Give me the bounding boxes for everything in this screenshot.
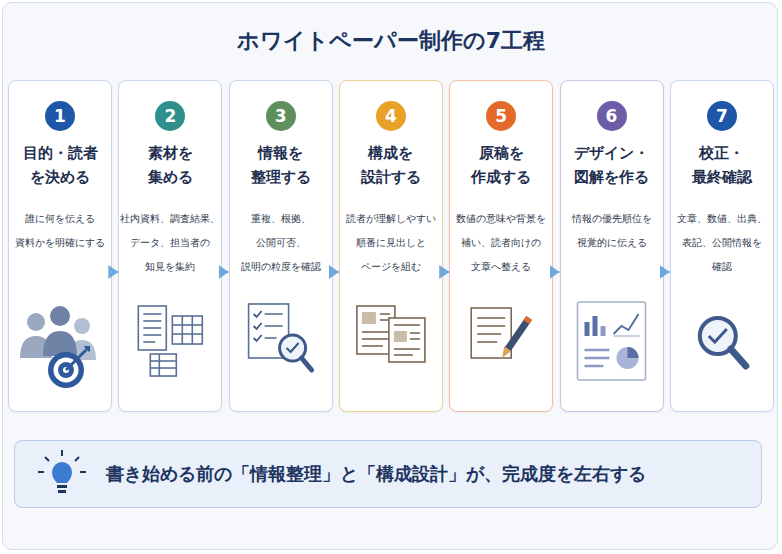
step-card: 目的・読者 を決める誰に何を伝える 資料かを明確にする 1 xyxy=(8,80,112,412)
step-card: デザイン・ 図解を作る情報の優先順位を 視覚的に伝える 6 xyxy=(560,80,664,412)
diagram-title: ホワイトペーパー制作の7工程 xyxy=(0,26,782,56)
step-number: 3 xyxy=(266,101,296,131)
step-number: 6 xyxy=(597,101,627,131)
step-heading: 素材を 集める xyxy=(119,141,221,189)
step-number-badge: 4 xyxy=(376,101,406,131)
step-number-badge: 1 xyxy=(45,101,75,131)
step-card: 情報を 整理する重複、根拠、 公開可否、 説明の粒度を確認 3 xyxy=(229,80,333,412)
step-number: 7 xyxy=(707,101,737,131)
step-description: 情報の優先順位を 視覚的に伝える xyxy=(561,207,663,255)
step-card: 原稿を 作成する数値の意味や背景を 補い、読者向けの 文章へ整える 5 xyxy=(449,80,553,412)
flow-arrow xyxy=(333,271,339,273)
step-number-badge: 2 xyxy=(155,101,185,131)
step-number-badge: 7 xyxy=(707,101,737,131)
step-heading: 情報を 整理する xyxy=(230,141,332,189)
step-number: 5 xyxy=(486,101,516,131)
step-card: 素材を 集める社内資料、調査結果、 データ、担当者の 知見を集約 2 xyxy=(118,80,222,412)
step-description: 社内資料、調査結果、 データ、担当者の 知見を集約 xyxy=(119,207,221,279)
key-message-text: 書き始める前の「情報整理」と「構成設計」が、完成度を左右する xyxy=(106,441,756,507)
step-card: 構成を 設計する読者が理解しやすい 順番に見出しと ページを組む 4 xyxy=(339,80,443,412)
step-number-badge: 6 xyxy=(597,101,627,131)
key-message-band: 書き始める前の「情報整理」と「構成設計」が、完成度を左右する xyxy=(14,440,762,508)
step-heading: 原稿を 作成する xyxy=(450,141,552,189)
step-number: 1 xyxy=(45,101,75,131)
step-number: 2 xyxy=(155,101,185,131)
step-card: 校正・ 最終確認文章、数値、出典、 表記、公開情報を 確認 7 xyxy=(670,80,774,412)
step-description: 誰に何を伝える 資料かを明確にする xyxy=(9,207,111,255)
step-heading: 目的・読者 を決める xyxy=(9,141,111,189)
flow-arrow xyxy=(664,271,670,273)
step-number-badge: 3 xyxy=(266,101,296,131)
flow-arrow xyxy=(222,271,228,273)
step-number-badge: 5 xyxy=(486,101,516,131)
flow-arrow xyxy=(553,271,559,273)
step-heading: 構成を 設計する xyxy=(340,141,442,189)
step-description: 読者が理解しやすい 順番に見出しと ページを組む xyxy=(340,207,442,279)
step-description: 数値の意味や背景を 補い、読者向けの 文章へ整える xyxy=(450,207,552,279)
step-heading: デザイン・ 図解を作る xyxy=(561,141,663,189)
step-heading: 校正・ 最終確認 xyxy=(671,141,773,189)
step-description: 重複、根拠、 公開可否、 説明の粒度を確認 xyxy=(230,207,332,279)
step-description: 文章、数値、出典、 表記、公開情報を 確認 xyxy=(671,207,773,279)
step-number: 4 xyxy=(376,101,406,131)
